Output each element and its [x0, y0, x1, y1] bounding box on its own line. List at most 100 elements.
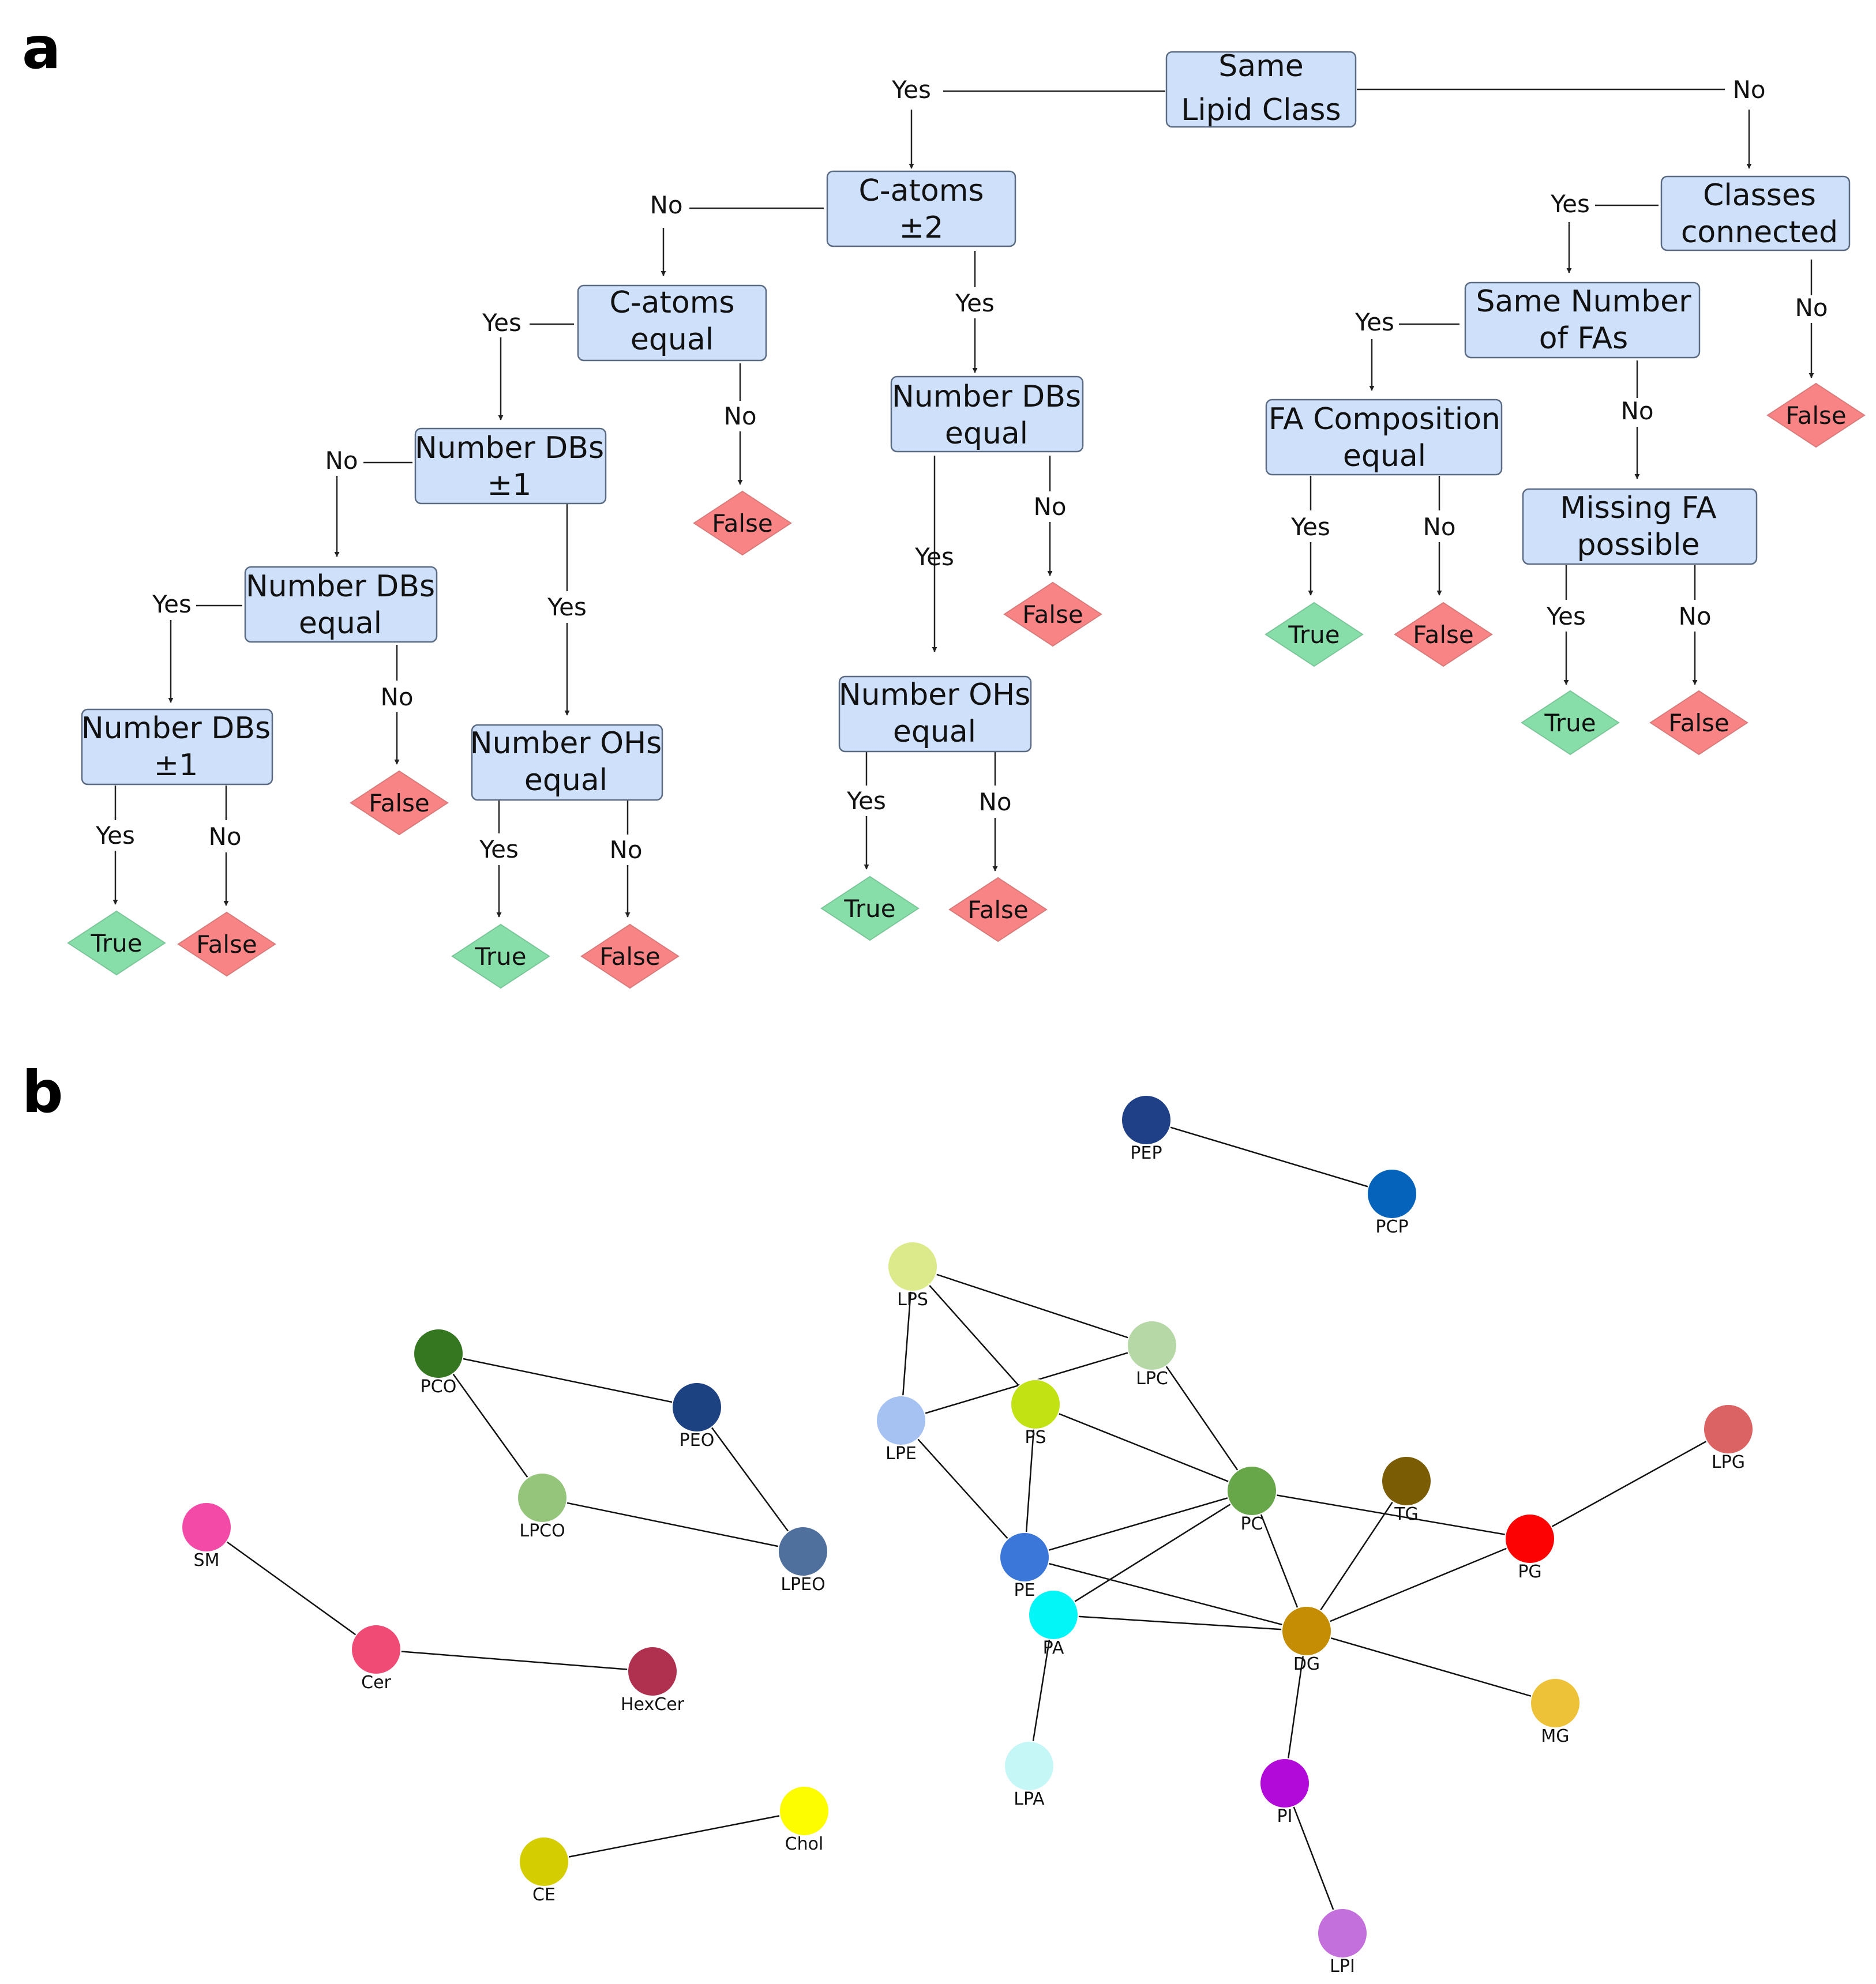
- node-circle: [1127, 1320, 1177, 1371]
- node-circle: [671, 1382, 722, 1433]
- leaf-false-ohs-center: False: [948, 877, 1048, 942]
- leaf-true-ohs-left: True: [451, 923, 550, 989]
- node-label: PCO: [421, 1377, 457, 1397]
- edge-label-no: No: [723, 402, 756, 430]
- edge-label-yes: Yes: [482, 309, 521, 337]
- leaf-false-missing: False: [1649, 690, 1749, 756]
- leaf-true-facomp: True: [1265, 602, 1364, 667]
- edge-label-yes: Yes: [914, 543, 954, 571]
- network-node-lps: LPS: [887, 1241, 938, 1310]
- network-edge-dg-mg: [1306, 1630, 1556, 1704]
- node-circle: [1028, 1590, 1079, 1640]
- node-label: LPC: [1136, 1369, 1168, 1389]
- network-node-pi: PI: [1259, 1758, 1310, 1827]
- box-number-dbs-equal-center: Number DBs equal: [890, 375, 1084, 453]
- node-circle: [351, 1624, 402, 1675]
- edge-label-yes: Yes: [152, 590, 192, 618]
- node-label: PI: [1277, 1806, 1293, 1827]
- node-circle: [999, 1532, 1050, 1583]
- network-edge-pc-pg: [1251, 1490, 1530, 1540]
- network-edge-sm-cer: [206, 1526, 377, 1651]
- edge-label-yes: Yes: [1290, 513, 1330, 541]
- network-node-hexcer: HexCer: [621, 1646, 685, 1715]
- network-node-dg: DG: [1281, 1606, 1332, 1674]
- edge-label-no: No: [978, 788, 1011, 816]
- panel-b-letter: b: [22, 1058, 63, 1126]
- network-edge-pe-dg: [1024, 1556, 1307, 1632]
- node-circle: [1381, 1456, 1432, 1506]
- decision-tree: [112, 88, 1814, 918]
- network-edge-pg-dg: [1306, 1538, 1530, 1632]
- leaf-false-classes: False: [1766, 382, 1866, 448]
- node-circle: [1703, 1404, 1754, 1455]
- edge-label-no: No: [325, 446, 358, 475]
- box-line: Number DBs: [892, 379, 1081, 414]
- network-edge-pi-lpi: [1284, 1783, 1344, 1934]
- leaf-label: False: [369, 789, 429, 817]
- leaf-label: False: [196, 930, 257, 959]
- leaf-label: True: [90, 929, 142, 957]
- edge-label-no: No: [650, 191, 682, 219]
- node-circle: [627, 1646, 678, 1697]
- network-node-tg: TG: [1381, 1456, 1432, 1524]
- network-node-lpg: LPG: [1703, 1404, 1754, 1472]
- box-number-ohs-equal-left: Number OHs equal: [470, 724, 663, 801]
- node-circle: [181, 1502, 232, 1553]
- network-node-pcp: PCP: [1367, 1168, 1417, 1237]
- network-node-lpco: LPCO: [517, 1472, 568, 1541]
- node-label: LPS: [897, 1290, 928, 1310]
- edge-label-yes: Yes: [1550, 190, 1590, 218]
- box-line: FA Composition: [1269, 402, 1500, 437]
- leaf-label: False: [712, 509, 772, 538]
- edge-labels: Yes No No Yes Yes No Yes No Yes No Yes N…: [95, 76, 1828, 864]
- edge-label-yes: Yes: [846, 787, 886, 815]
- leaf-false-facomp: False: [1394, 602, 1493, 667]
- network-node-cer: Cer: [351, 1624, 402, 1693]
- edge-label-yes: Yes: [955, 289, 995, 317]
- node-circle: [1010, 1379, 1061, 1430]
- box-line: ±2: [899, 211, 944, 245]
- node-circle: [517, 1472, 568, 1523]
- box-line: Number DBs: [415, 431, 604, 465]
- box-line: equal: [1343, 439, 1426, 474]
- network-edge-lpc-pc: [1151, 1345, 1253, 1491]
- leaf-label: True: [1288, 621, 1340, 649]
- box-line: Number DBs: [246, 569, 435, 604]
- network-node-pep: PEP: [1121, 1095, 1172, 1163]
- node-label: HexCer: [621, 1694, 685, 1715]
- node-circle: [1004, 1741, 1055, 1791]
- box-line: ±1: [487, 468, 532, 502]
- node-label: PEP: [1130, 1143, 1162, 1163]
- node-label: TG: [1394, 1504, 1419, 1524]
- box-line: equal: [299, 606, 382, 641]
- node-circle: [1367, 1168, 1417, 1219]
- leaf-true-dbs-pm1-left: True: [67, 910, 166, 976]
- node-label: MG: [1541, 1726, 1569, 1746]
- network-edge-peo-lpeo: [696, 1407, 804, 1552]
- edge-label-no: No: [380, 683, 413, 711]
- leaf-false-dbs-pm1-left: False: [177, 911, 276, 977]
- box-classes-connected: Classes connected: [1660, 175, 1851, 251]
- panel-a-letter: a: [22, 14, 61, 82]
- edge-label-no: No: [1678, 602, 1711, 630]
- leaf-false-dbs-left: False: [350, 770, 449, 836]
- box-line: Number OHs: [839, 678, 1031, 712]
- network-node-peo: PEO: [671, 1382, 722, 1451]
- edge-label-yes: Yes: [1546, 602, 1586, 630]
- network-edge-dg-pi: [1284, 1630, 1308, 1784]
- edge-label-yes: Yes: [479, 835, 519, 863]
- node-label: LPE: [886, 1444, 917, 1464]
- box-number-dbs-equal-left: Number DBs equal: [244, 566, 438, 643]
- node-label: DG: [1293, 1654, 1320, 1674]
- leaf-false-ohs-left: False: [580, 923, 680, 989]
- box-line: Same Number: [1476, 284, 1692, 319]
- network-edge-cer-hexcer: [376, 1648, 653, 1673]
- box-line: Classes: [1703, 178, 1816, 213]
- edge-label-no: No: [1033, 493, 1066, 521]
- node-circle: [1317, 1908, 1368, 1959]
- node-label: PC: [1240, 1514, 1263, 1534]
- network-node-lpeo: LPEO: [778, 1526, 828, 1595]
- box-fa-composition-equal: FA Composition equal: [1265, 399, 1503, 476]
- edge-label-yes: Yes: [547, 593, 587, 621]
